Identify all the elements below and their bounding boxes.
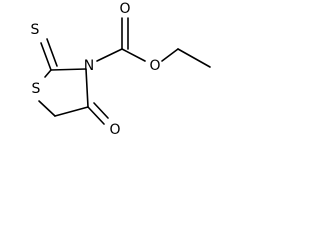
bond-s-ring-to-c2 — [44, 69, 52, 78]
bond-c4-to-c5 — [54, 106, 89, 117]
bond-c4-ketone-double-b — [93, 102, 109, 119]
bond-n-to-c4 — [85, 68, 89, 108]
atom-n-ring: N — [84, 58, 94, 74]
atom-s-ring: S — [32, 81, 41, 97]
atom-s-thione: S — [31, 22, 40, 38]
bond-c2-thione-double-a — [40, 42, 52, 71]
bond-c5-to-s-ring — [38, 100, 56, 117]
molecule-structure: S S N O O O — [31, 1, 211, 138]
atom-o-carbonyl-ester: O — [119, 1, 130, 17]
bond-n-to-carbonyl-c — [96, 48, 123, 62]
atom-o-ester: O — [149, 58, 160, 74]
bond-c2-thione-double-b — [46, 38, 58, 67]
bond-c2-to-n — [50, 68, 87, 71]
atom-o-ketone: O — [109, 122, 120, 138]
bond-c4-ketone-double-a — [87, 106, 105, 125]
bond-o-ester-to-ch2 — [161, 48, 179, 62]
bond-carbonyl-c-to-o-ester — [121, 48, 146, 62]
bond-ch2-to-ch3 — [177, 48, 211, 68]
